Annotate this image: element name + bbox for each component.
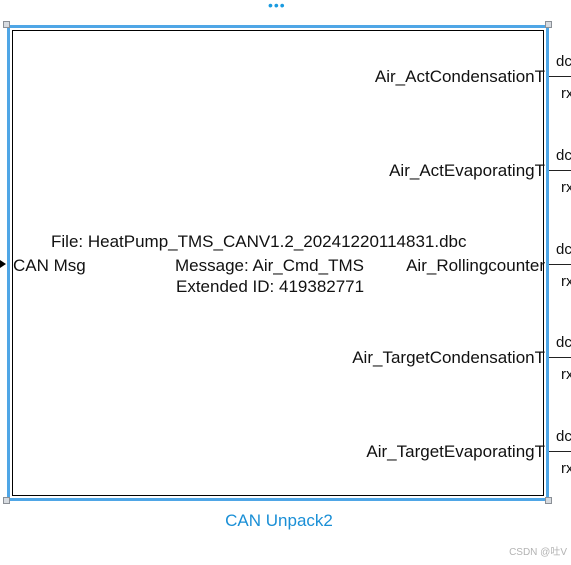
connected-signal-label: dc — [556, 334, 571, 351]
connected-signal-label: rx — [561, 179, 571, 196]
output-port-line[interactable] — [549, 357, 571, 358]
connected-signal-label: dc — [556, 428, 571, 445]
connected-signal-label: rx — [561, 366, 571, 383]
output-port-line[interactable] — [549, 264, 571, 265]
resize-handle-top-left[interactable] — [3, 21, 10, 28]
output-port-label: Air_TargetCondensationT — [352, 348, 545, 367]
block-name-caption[interactable]: CAN Unpack2 — [225, 511, 333, 530]
input-port-label: CAN Msg — [13, 256, 86, 275]
resize-handle-bottom-right[interactable] — [545, 497, 552, 504]
watermark: CSDN @吐V — [509, 547, 567, 558]
resize-handle-bottom-left[interactable] — [3, 497, 10, 504]
block-border — [12, 30, 544, 496]
message-label: Message: Air_Cmd_TMS — [175, 256, 364, 275]
connected-signal-label: rx — [561, 273, 571, 290]
output-port-label: Air_Rollingcounter — [406, 256, 545, 275]
output-port-line[interactable] — [549, 451, 571, 452]
connected-signal-label: dc — [556, 241, 571, 258]
more-options-icon[interactable]: ••• — [268, 0, 286, 13]
output-port-line[interactable] — [549, 76, 571, 77]
connected-signal-label: rx — [561, 85, 571, 102]
resize-handle-top-right[interactable] — [545, 21, 552, 28]
file-label: File: HeatPump_TMS_CANV1.2_2024122011483… — [51, 232, 467, 251]
output-port-label: Air_ActCondensationT — [374, 67, 545, 86]
connected-signal-label: rx — [561, 460, 571, 477]
input-port-arrow-icon[interactable] — [0, 260, 6, 268]
output-port-label: Air_TargetEvaporatingT — [366, 442, 545, 461]
output-port-label: Air_ActEvaporatingT — [389, 161, 545, 180]
output-port-line[interactable] — [549, 170, 571, 171]
extended-id-label: Extended ID: 419382771 — [176, 277, 365, 296]
connected-signal-label: dc — [556, 53, 571, 70]
connected-signal-label: dc — [556, 147, 571, 164]
can-unpack-block[interactable] — [7, 25, 549, 501]
